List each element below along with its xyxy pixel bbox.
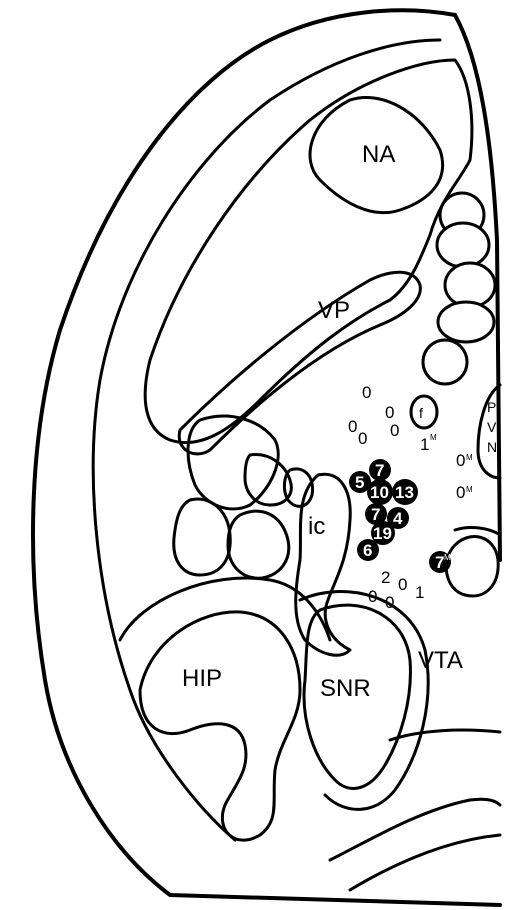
label-f: f: [419, 405, 423, 421]
open-value: 0: [456, 451, 465, 470]
open-value: 0: [362, 383, 371, 402]
mammillary-top: [455, 528, 500, 535]
filled-value: 5: [355, 473, 364, 492]
filled-value: 7: [375, 461, 384, 480]
label-snr: SNR: [320, 675, 371, 702]
label-na: NA: [362, 141, 395, 168]
open-value: 0: [456, 483, 465, 502]
hip-outline-outer: [120, 578, 330, 640]
open-value: 0: [385, 593, 394, 612]
lobule-3: [445, 263, 495, 307]
capsule-segment-1: [188, 416, 278, 509]
lobule-5: [423, 340, 467, 384]
lobule-4: [438, 302, 494, 342]
label-vta: VTA: [418, 647, 463, 674]
filled-value: 7: [371, 505, 380, 524]
label-vp: VP: [318, 297, 350, 324]
capsule-segment-3: [174, 499, 230, 575]
capsule-segment-2: [228, 511, 289, 578]
open-value: 0: [385, 403, 394, 422]
label-ic: ic: [308, 513, 325, 540]
filled-value: 19: [373, 524, 392, 543]
open-value: 0: [348, 417, 357, 436]
brainstem-outline-2: [350, 835, 500, 890]
label-pvn-n: N: [487, 439, 497, 455]
filled-value: 10: [370, 483, 389, 502]
mammillary-outline: [446, 537, 498, 596]
ic-outline: [296, 474, 350, 655]
filled-value: 4: [393, 509, 403, 528]
label-pvn-v: V: [487, 419, 497, 435]
open-value: 0: [368, 587, 377, 606]
label-pvn-p: P: [487, 399, 496, 415]
open-value: 0: [398, 575, 407, 594]
brainstem-outline-3: [390, 730, 500, 740]
fornix-outline: [411, 396, 437, 428]
striatum-outline: [145, 60, 472, 443]
open-value-sup: M: [430, 433, 437, 442]
open-value: 1: [415, 583, 424, 602]
open-value: 1: [420, 435, 429, 454]
open-value: 0: [390, 421, 399, 440]
filled-value-sup: M: [444, 553, 451, 562]
filled-value: 6: [363, 541, 372, 560]
open-value-sup: M: [466, 485, 473, 494]
hip-outline: [140, 612, 300, 840]
filled-value: 13: [395, 483, 414, 502]
label-hip: HIP: [182, 665, 222, 692]
lobule-2: [437, 223, 489, 267]
open-value: 0: [358, 429, 367, 448]
open-value: 2: [381, 568, 390, 587]
open-value-sup: M: [466, 453, 473, 462]
